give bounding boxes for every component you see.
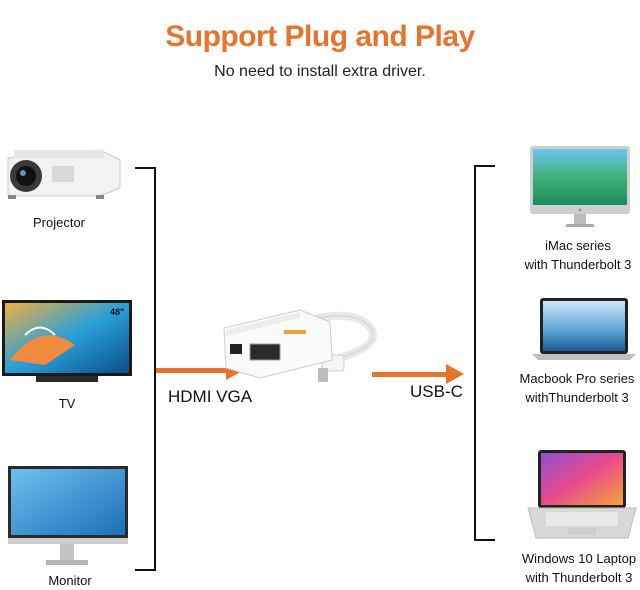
laptop-icon (527, 450, 637, 539)
right-arrow-icon (372, 364, 464, 384)
left-bracket (135, 167, 156, 571)
usb-c-adapter-icon (223, 309, 377, 382)
device-label-macbook-line1: Macbook Pro series (519, 371, 635, 386)
page-title: Support Plug and Play (165, 20, 475, 53)
macbook-icon (532, 298, 636, 360)
device-label-macbook-line2: withThunderbolt 3 (525, 390, 629, 405)
device-label-imac-line2: with Thunderbolt 3 (524, 257, 632, 272)
device-label-projector: Projector (32, 215, 86, 230)
device-label-monitor: Monitor (48, 573, 92, 588)
tv-size-badge: 48" (110, 307, 124, 317)
device-label-tv: TV (58, 396, 76, 411)
device-label-imac-line1: iMac series (545, 238, 611, 253)
monitor-icon (8, 466, 128, 565)
port-label-hdmi-vga: HDMI VGA (168, 387, 253, 406)
imac-icon (530, 146, 630, 227)
device-label-imac: iMac series with Thunderbolt 3 (512, 236, 640, 274)
projector-icon (7, 149, 121, 199)
tv-icon: 48" (2, 300, 132, 382)
device-label-laptop-line2: with Thunderbolt 3 (525, 570, 633, 585)
page-subtitle: No need to install extra driver. (214, 63, 426, 80)
right-bracket (474, 165, 495, 541)
device-label-laptop: Windows 10 Laptop with Thunderbolt 3 (512, 549, 640, 587)
port-label-usb-c: USB-C (410, 382, 463, 401)
device-label-macbook: Macbook Pro series withThunderbolt 3 (512, 369, 640, 407)
device-label-laptop-line1: Windows 10 Laptop (521, 551, 637, 566)
